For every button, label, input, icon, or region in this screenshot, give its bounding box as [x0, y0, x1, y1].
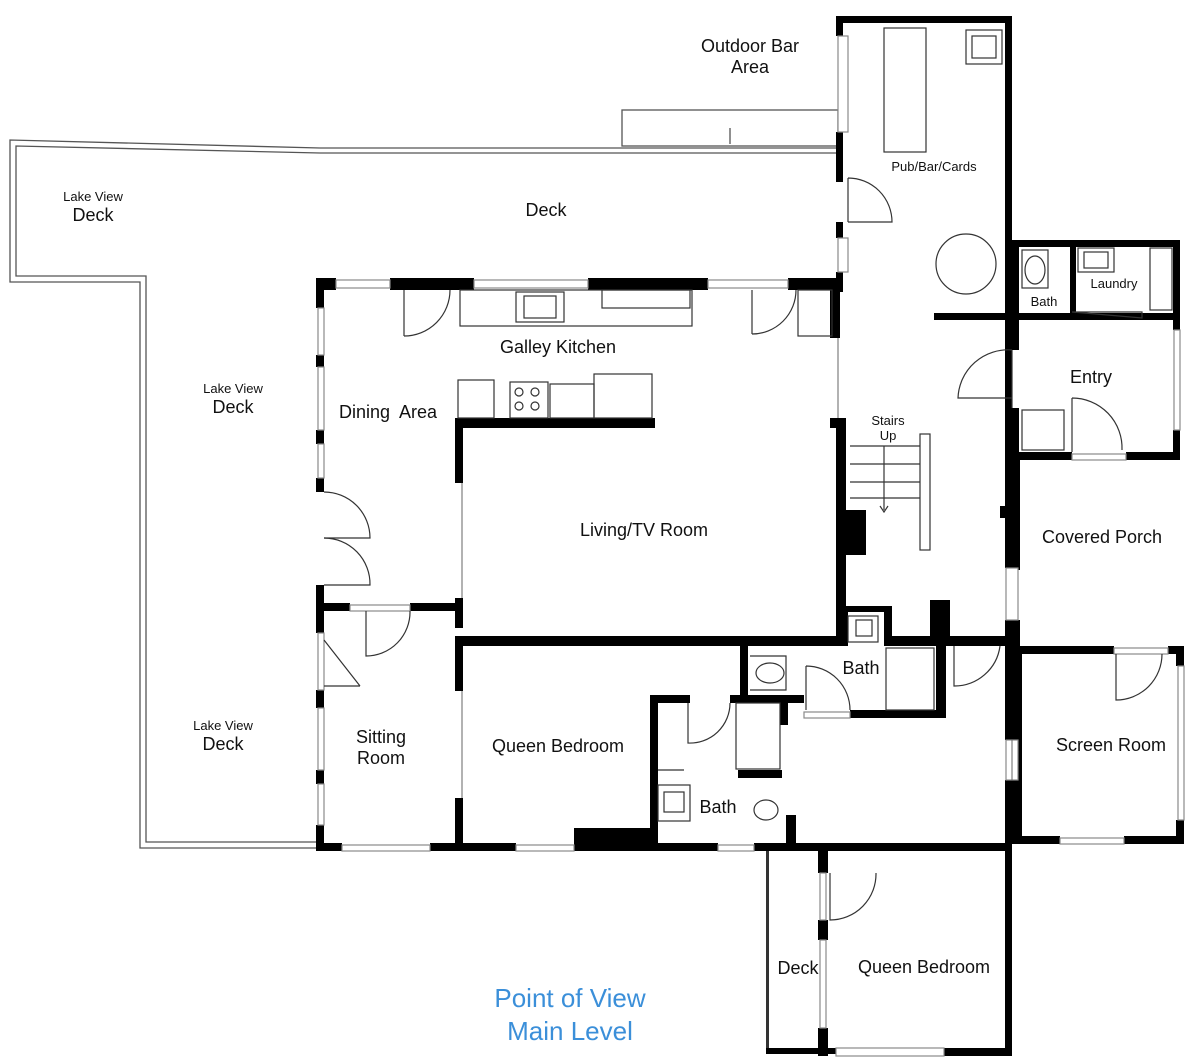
- galley-kitchen-label: Galley Kitchen: [499, 337, 617, 357]
- sitting-room-label: Sitting Room: [336, 727, 426, 768]
- lake-view-deck-outline: [9, 139, 838, 849]
- stairs-line1: Stairs: [871, 413, 905, 428]
- lake-view-deck-3-line1: Lake View: [193, 718, 253, 733]
- lake-view-deck-1-line1: Lake View: [63, 189, 123, 204]
- plan-title: Point of View Main Level: [470, 982, 670, 1049]
- stairs-up-label: Stairs Up: [856, 413, 920, 444]
- queen-bedroom-1-label: Queen Bedroom: [491, 736, 625, 756]
- plan-title-line1: Point of View: [494, 983, 646, 1013]
- sitting-line2: Room: [356, 747, 405, 768]
- living-tv-room-label: Living/TV Room: [579, 520, 709, 540]
- pub-bar-cards-label: Pub/Bar/Cards: [891, 159, 977, 174]
- lake-view-deck-1-line2: Deck: [72, 204, 114, 225]
- lake-view-deck-2-line2: Deck: [212, 396, 254, 417]
- outdoor-bar-counter: [621, 109, 839, 147]
- windows: [317, 35, 1185, 1057]
- deck-bottom-label: Deck: [777, 958, 819, 978]
- lake-view-deck-3-label: Lake View Deck: [178, 718, 268, 755]
- outdoor-bar-line2: Area: [730, 56, 770, 77]
- lake-view-deck-2-label: Lake View Deck: [188, 381, 278, 418]
- stairs-line2: Up: [879, 427, 897, 443]
- lake-view-deck-1-label: Lake View Deck: [48, 189, 138, 226]
- sitting-line1: Sitting: [355, 727, 407, 747]
- entry-label: Entry: [1069, 367, 1112, 387]
- deck-top-label: Deck: [525, 200, 567, 220]
- outdoor-bar-line1: Outdoor Bar: [700, 36, 800, 56]
- bath-upper-label: Bath: [1030, 294, 1058, 309]
- queen-bedroom-2-label: Queen Bedroom: [857, 957, 991, 977]
- bath-center-label: Bath: [842, 658, 880, 678]
- interior-partitions: [461, 338, 1013, 798]
- bath-lower-label: Bath: [699, 797, 737, 817]
- laundry-label: Laundry: [1090, 276, 1138, 291]
- outdoor-bar-label: Outdoor Bar Area: [688, 36, 812, 77]
- fixtures-and-doors: [323, 27, 1173, 921]
- lake-view-deck-3-line2: Deck: [202, 733, 244, 754]
- lake-view-deck-2-line1: Lake View: [203, 381, 263, 396]
- dining-area-label: Dining Area: [338, 402, 438, 422]
- screen-room-label: Screen Room: [1055, 735, 1167, 755]
- plan-title-line2: Main Level: [507, 1016, 633, 1047]
- covered-porch-label: Covered Porch: [1041, 527, 1163, 547]
